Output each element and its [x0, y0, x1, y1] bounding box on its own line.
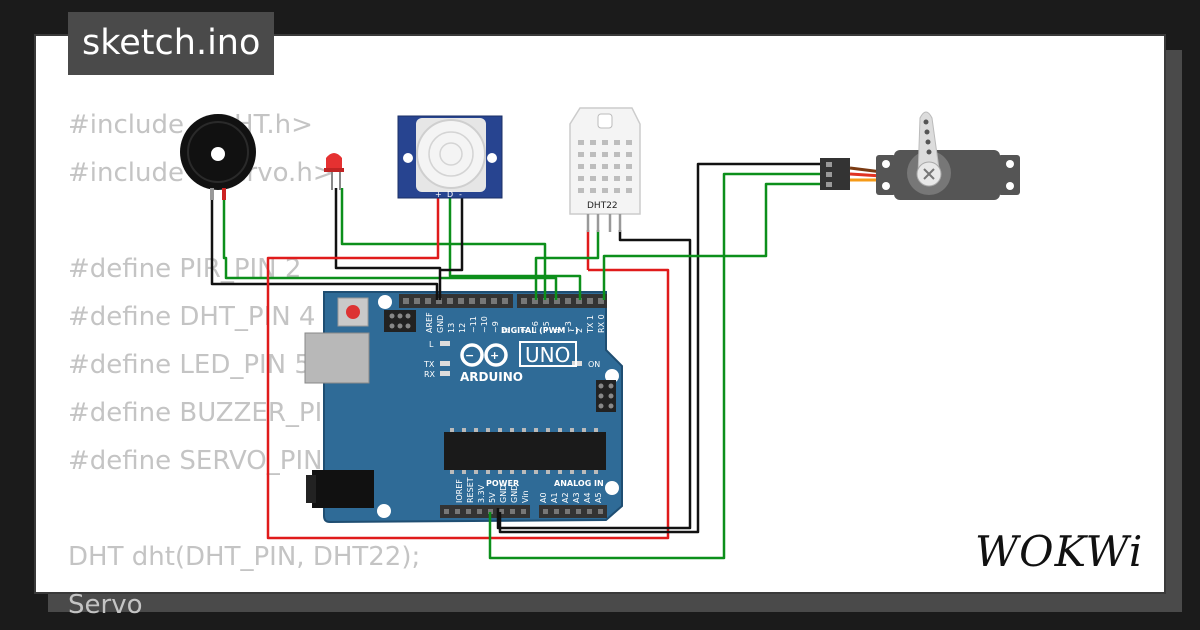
wire-pir-signal — [448, 196, 582, 300]
pin-label: 3.3V — [477, 484, 486, 503]
pin-label: GND — [499, 485, 508, 503]
pin-label: IOREF — [455, 479, 464, 503]
dht-label: DHT22 — [587, 201, 618, 211]
pin-label: A2 — [561, 492, 570, 503]
pin-label: GND — [510, 485, 519, 503]
pin-label: 4 — [553, 328, 562, 333]
pin-label: ~11 — [469, 316, 478, 333]
rx-label: RX — [424, 370, 436, 379]
wire-servo-vcc — [488, 172, 826, 560]
pin-label: ~9 — [491, 321, 500, 333]
code-line: #define BUZZER_PIN 6 — [68, 398, 367, 428]
pir-pin-label: D — [447, 190, 453, 199]
header-left — [399, 294, 513, 308]
pin-label: A1 — [550, 492, 559, 503]
svg-text:−: − — [465, 349, 474, 362]
power-label: POWER — [486, 479, 519, 488]
on-label: ON — [588, 360, 600, 369]
mounting-hole — [377, 504, 391, 518]
board-model: UNO — [525, 343, 570, 367]
arduino-logo-icon — [460, 343, 508, 367]
wire-led-signal — [340, 188, 547, 300]
wokwi-logo: WOKWi — [975, 527, 1143, 576]
header-analog — [539, 505, 607, 518]
pin-label: 7 — [520, 328, 529, 333]
red-led[interactable] — [324, 153, 344, 190]
servo-connector — [820, 158, 850, 190]
file-tab[interactable]: sketch.ino — [68, 12, 275, 75]
pin-label: ~6 — [531, 321, 540, 333]
buzzer-hole — [211, 147, 225, 161]
digital-label: DIGITAL (PWM ~) — [501, 326, 579, 335]
pin-label: TX 1 — [586, 315, 595, 334]
tx-label: TX — [423, 360, 435, 369]
reset-button-cap — [346, 305, 360, 319]
wire-dht-data — [534, 230, 600, 300]
code-line: Servo — [68, 590, 143, 620]
mounting-hole — [605, 369, 619, 383]
header-right — [517, 294, 607, 308]
board-brand: ARDUINO — [460, 370, 523, 384]
mounting-hole — [605, 481, 619, 495]
pin-label: RX 0 — [597, 314, 606, 333]
pin-label: A5 — [594, 492, 603, 503]
close-icon — [923, 168, 935, 180]
mounting-hole — [378, 295, 392, 309]
pir-motion-sensor[interactable]: + D - — [397, 115, 503, 199]
pin-label: A4 — [583, 492, 592, 503]
wires — [210, 162, 826, 560]
analog-label: ANALOG IN — [554, 479, 604, 488]
power-jack — [312, 470, 374, 508]
pin-label: ~10 — [480, 316, 489, 333]
wire-servo-gnd — [498, 162, 826, 534]
pin-label: 5V — [488, 492, 497, 503]
code-line: DHT dht(DHT_PIN, DHT22); — [68, 542, 421, 572]
pin-label: 2 — [575, 328, 584, 333]
pin-label: 12 — [458, 323, 467, 333]
dht22-sensor[interactable]: DHT22 — [569, 107, 641, 232]
pin-label: GND — [436, 315, 445, 333]
pin-label: RESET — [466, 477, 475, 503]
wire-servo-signal — [602, 182, 826, 300]
pin-label: Vin — [521, 490, 530, 503]
pin-label: A3 — [572, 492, 581, 503]
wokwi-logo-text: WOKWi — [975, 527, 1143, 576]
wire-buzzer-signal — [222, 192, 558, 300]
pin-label: 8 — [502, 328, 511, 333]
wire-buzzer-gnd — [210, 192, 439, 300]
svg-text:+: + — [490, 349, 499, 362]
pin-label: 13 — [447, 323, 456, 333]
pin-label: A0 — [539, 492, 548, 503]
arduino-uno-board[interactable]: AREF GND 13 12 ~11 ~10 ~9 8 7 ~6 ~5 4 ~3… — [304, 291, 623, 524]
pin-label: ~3 — [564, 321, 573, 333]
pin-label: AREF — [425, 312, 434, 333]
code-line: #define DHT_PIN 4 — [68, 302, 316, 332]
wire-pir-gnd — [440, 196, 464, 272]
microcontroller-chip — [444, 432, 606, 470]
header-power — [440, 505, 530, 518]
wire-pir-vcc — [266, 196, 670, 540]
pir-pin-label: + — [435, 190, 442, 199]
wire-led-gnd — [334, 188, 442, 300]
wire-dht-gnd — [496, 230, 692, 530]
pin-label: ~5 — [542, 321, 551, 333]
buzzer[interactable] — [180, 114, 256, 200]
usb-port — [304, 332, 370, 384]
pir-pin-label: - — [459, 190, 462, 199]
servo-motor[interactable] — [820, 111, 1020, 200]
l-label: L — [429, 340, 434, 349]
